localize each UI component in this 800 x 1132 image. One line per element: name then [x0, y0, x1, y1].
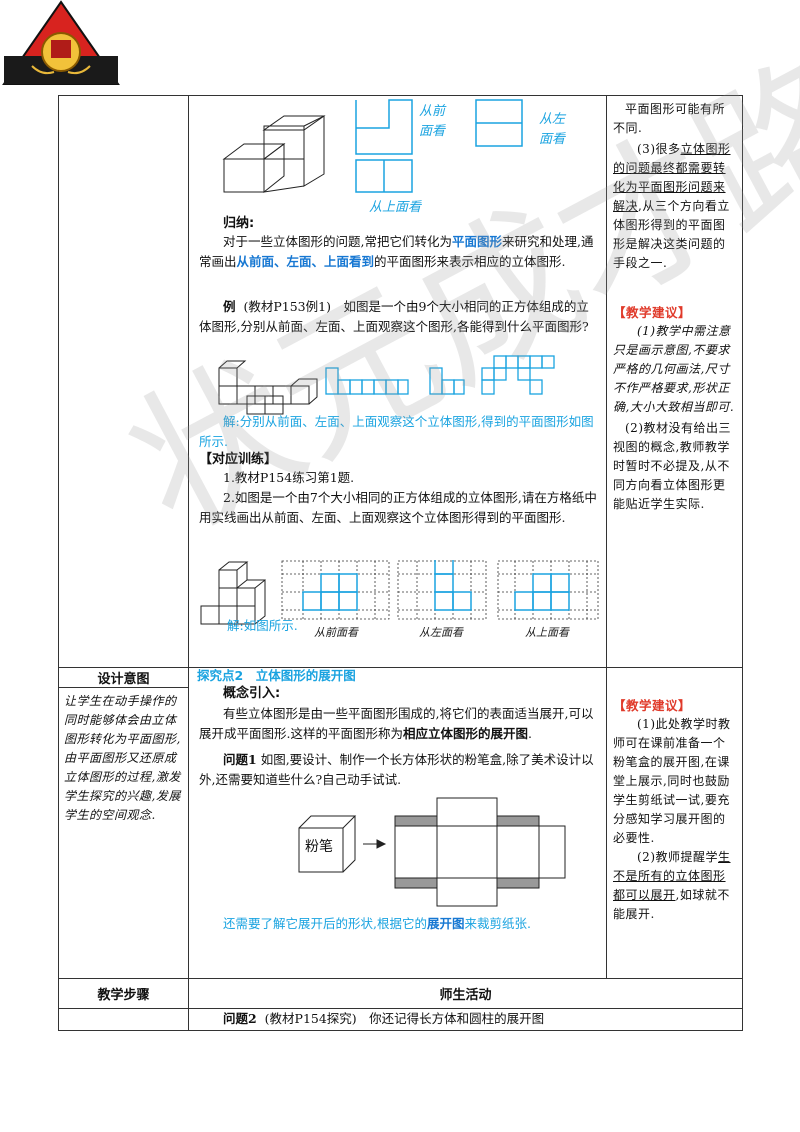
concept-label: 概念引入: — [223, 686, 281, 701]
suggest-1-item-2: (2)教材没有给出三视图的概念,教师教学时暂时不必提及,从不同方向看立体图形更能… — [613, 421, 731, 511]
last-left-cell — [58, 1008, 189, 1031]
suggest-2-item-2: (2)教师提醒学生不是所有的立体图形都可以展开,如球就不能展开. — [613, 850, 731, 921]
label-from-front: 从前 面看 — [419, 104, 446, 139]
activity-header: 师生活动 — [188, 978, 743, 1009]
grid-front — [281, 560, 390, 620]
concept-text: 有些立体图形是由一些平面图形围成的,将它们的表面适当展开,可以展开成平面图形.这… — [199, 706, 594, 741]
chalk-box-net — [298, 797, 566, 907]
publisher-logo — [2, 0, 120, 85]
caption-left: 从左面看 — [419, 626, 463, 639]
suggest-1-item-1: (1)教学中需注意只是画示意图,不要求严格的几何画法,尺寸不作严格要求,形状正确… — [613, 324, 735, 414]
content-cell-mid: 探究点2 立体图形的展开图 概念引入: 有些立体图形是由一些平面图形围成的,将它… — [188, 667, 607, 979]
grid-top — [497, 560, 599, 620]
solid-figure-2 — [218, 360, 318, 415]
summary-text: 对于一些立体图形的问题,常把它们转化为平面图形来研究和处理,通常画出从前面、左面… — [199, 234, 594, 269]
training-answer: 解:如图所示. — [227, 618, 298, 633]
view-diagrams-2 — [325, 355, 555, 395]
note-line-1: 平面图形可能有所不同. — [613, 102, 726, 135]
caption-front: 从前面看 — [314, 626, 358, 639]
design-intent-cell: 让学生在动手操作的同时能够体会由立体图形转化为平面图形,由平面图形又还原成立体图… — [58, 687, 189, 979]
design-intent-label: 设计意图 — [58, 666, 189, 689]
suggest-title-1: 【教学建议】 — [613, 305, 692, 320]
notes-cell-top: 平面图形可能有所不同. (3)很多立体图形的问题最终都需要转化为平面图形问题来解… — [606, 95, 743, 668]
label-from-left: 从左 面看 — [539, 112, 566, 147]
suggest-2-item-1: (1)此处教学时教师可在课前准备一个粉笔盒的展开图,在课堂上展示,同时也鼓励学生… — [613, 717, 731, 845]
training-item-2: 2.如图是一个由7个大小相同的正方体组成的立体图形,请在方格纸中用实线画出从前面… — [199, 490, 597, 525]
example-text: 例 (教材P153例1) 如图是一个由9个大小相同的正方体组成的立体图形,分别从… — [199, 299, 589, 334]
grid-left — [397, 560, 487, 620]
training-item-1: 1.教材P154练习第1题. — [223, 470, 355, 485]
lesson-table: 从前 面看 从左 面看 从上面看 归纳: 对于一些立体图形的问题,常把它们转化为… — [58, 95, 743, 1031]
steps-header: 教学步骤 — [58, 978, 189, 1009]
chalk-box-label: 粉笔 — [305, 839, 333, 855]
caption-top: 从上面看 — [525, 626, 569, 639]
label-from-top: 从上面看 — [369, 200, 422, 215]
suggest-title-2: 【教学建议】 — [613, 698, 692, 713]
example-answer: 解:分别从前面、左面、上面观察这个立体图形,得到的平面图形如图所示. — [199, 414, 594, 449]
left-empty-cell — [58, 95, 189, 668]
explore-2-title: 探究点2 立体图形的展开图 — [197, 668, 356, 683]
training-heading: 【对应训练】 — [199, 452, 278, 467]
design-intent-text: 让学生在动手操作的同时能够体会由立体图形转化为平面图形,由平面图形又还原成立体图… — [64, 694, 181, 823]
content-cell-top: 从前 面看 从左 面看 从上面看 归纳: 对于一些立体图形的问题,常把它们转化为… — [188, 95, 607, 668]
solid-figure-1 — [222, 115, 326, 194]
question-2: 问题2 (教材P154探究) 你还记得长方体和圆柱的展开图 — [223, 1011, 545, 1026]
question-1-answer: 还需要了解它展开后的形状,根据它的展开图来裁剪纸张. — [223, 916, 531, 931]
note-item-3: (3)很多立体图形的问题最终都需要转化为平面图形问题来解决,从三个方向看立体图形… — [613, 142, 731, 270]
last-content-cell: 问题2 (教材P154探究) 你还记得长方体和圆柱的展开图 — [188, 1008, 743, 1031]
view-from-top-1 — [355, 159, 413, 193]
view-diagrams-1 — [355, 99, 523, 155]
question-1: 问题1 如图,要设计、制作一个长方体形状的粉笔盒,除了美术设计以外,还需要知道些… — [199, 752, 594, 787]
notes-cell-mid: 【教学建议】 (1)此处教学时教师可在课前准备一个粉笔盒的展开图,在课堂上展示,… — [606, 667, 743, 979]
solid-figure-3 — [200, 561, 266, 625]
summary-heading: 归纳: — [223, 216, 255, 231]
